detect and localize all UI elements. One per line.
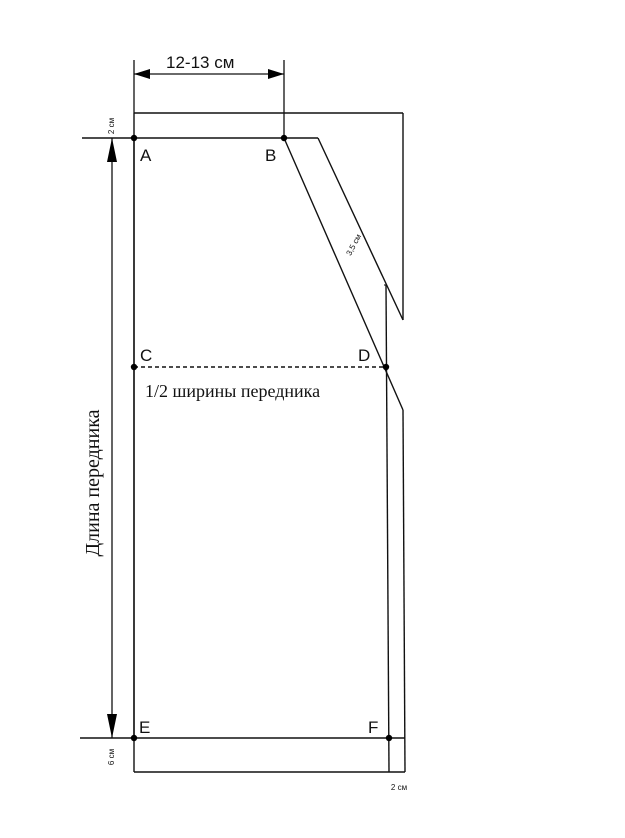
top-width-label: 12-13 см <box>166 53 234 72</box>
point-b-marker <box>280 134 288 142</box>
pattern-lines <box>80 137 405 773</box>
point-f-label: F <box>368 718 378 737</box>
point-d-label: D <box>358 346 370 365</box>
point-c-label: C <box>140 346 152 365</box>
point-f-marker <box>385 734 393 742</box>
point-e-label: E <box>139 718 150 737</box>
pattern-points <box>130 134 393 742</box>
arrow-right-icon <box>268 69 284 79</box>
point-a-marker <box>130 134 138 142</box>
bottom-allowance-label: 6 см <box>107 749 116 765</box>
point-a-label: A <box>140 146 152 165</box>
point-b-label: B <box>265 146 276 165</box>
bib-strip-label: 3,5 см <box>344 233 363 257</box>
point-d-marker <box>382 363 390 371</box>
arrow-left-icon <box>134 69 150 79</box>
top-allowance-label: 2 см <box>107 118 116 134</box>
top-width-dimension <box>133 60 285 138</box>
point-e-marker <box>130 734 138 742</box>
length-label: Длина передника <box>82 409 104 556</box>
arrow-down-icon <box>107 714 117 738</box>
point-c-marker <box>130 363 138 371</box>
half-width-label: 1/2 ширины передника <box>145 381 320 401</box>
arrow-up-icon <box>107 138 117 162</box>
length-dimension <box>107 138 117 738</box>
outer-allowance-outline <box>133 112 406 773</box>
side-allowance-label: 2 см <box>391 783 407 792</box>
